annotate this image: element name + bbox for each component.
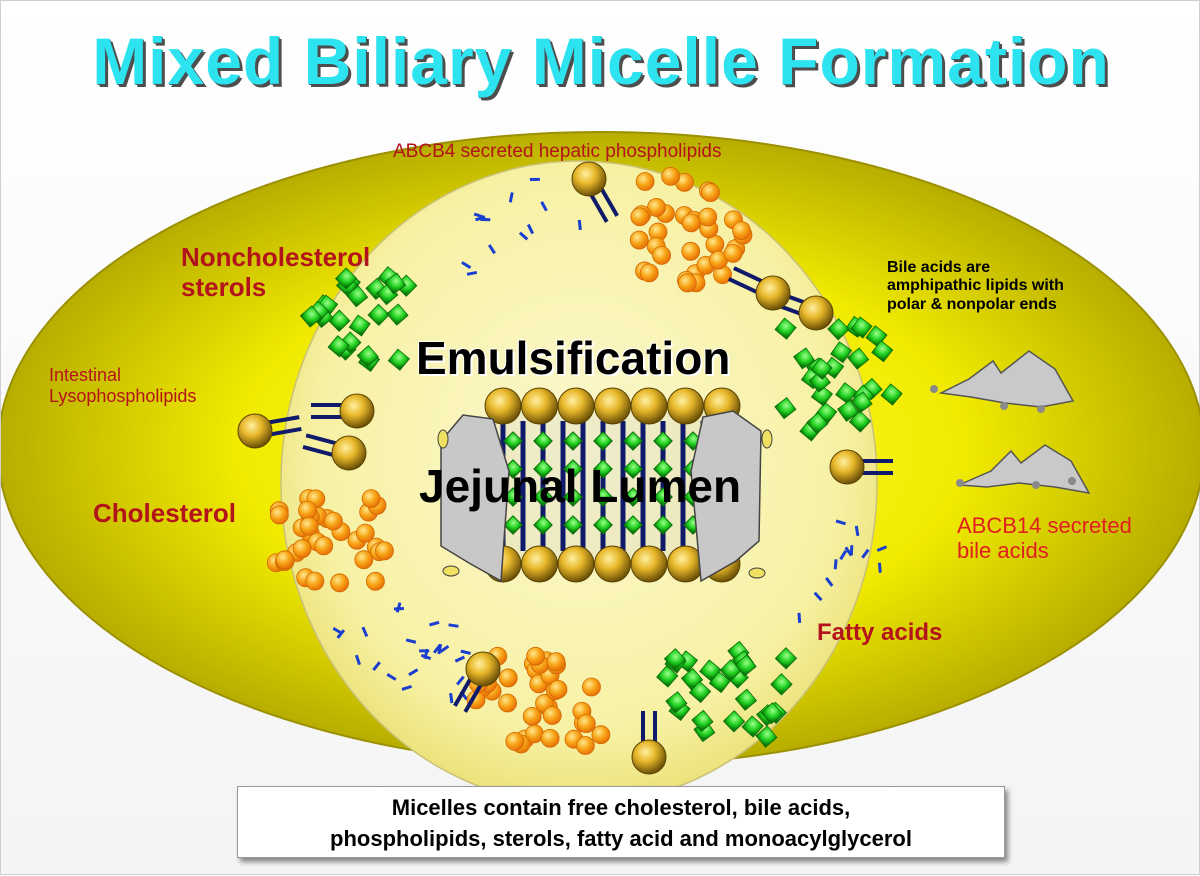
phospholipid-head: [340, 394, 374, 428]
noncholesterol-line2: sterols: [181, 273, 370, 303]
cholesterol-sphere: [543, 706, 561, 724]
cholesterol-sphere: [324, 512, 342, 530]
fatty-acids-label: Fatty acids: [817, 619, 942, 647]
cholesterol-sphere: [375, 542, 393, 560]
cholesterol-sphere: [577, 715, 595, 733]
cholesterol-sphere: [366, 572, 384, 590]
cholesterol-sphere: [499, 669, 517, 687]
cholesterol-sphere: [630, 231, 648, 249]
abcb14-line2: bile acids: [957, 538, 1132, 563]
cholesterol-sphere: [541, 729, 559, 747]
phospholipid-head: [238, 414, 272, 448]
cholesterol-sphere: [315, 537, 333, 555]
intestinal-line1: Intestinal: [49, 365, 196, 386]
fatty-acid-dash: [451, 693, 452, 703]
cholesterol-sphere: [547, 653, 565, 671]
cholesterol-sphere: [678, 274, 696, 292]
fatty-acid-dash: [856, 526, 858, 536]
cholesterol-sphere: [506, 732, 524, 750]
cholesterol-sphere: [582, 678, 600, 696]
cholesterol-sphere: [699, 208, 717, 226]
cholesterol-sphere: [662, 167, 680, 185]
phospholipid-head: [756, 276, 790, 310]
emulsification-label: Emulsification: [416, 331, 730, 385]
cholesterol-sphere: [331, 574, 349, 592]
phospholipid-head: [632, 740, 666, 774]
abcb14-label: ABCB14 secreted bile acids: [957, 513, 1132, 564]
cholesterol-sphere: [499, 694, 517, 712]
fatty-acid-dash: [799, 613, 800, 623]
fatty-acid-dash: [449, 625, 459, 627]
cholesterol-sphere: [276, 551, 294, 569]
cholesterol-sphere: [527, 647, 545, 665]
intestinal-lysophospholipids-label: Intestinal Lysophospholipids: [49, 365, 196, 406]
bile-amph-line2: amphipathic lipids with: [887, 277, 1064, 295]
phospholipid-head: [799, 296, 833, 330]
bile-amph-line1: Bile acids are: [887, 259, 1064, 277]
cholesterol-sphere: [733, 222, 751, 240]
cholesterol-sphere: [653, 246, 671, 264]
cholesterol-sphere: [523, 707, 541, 725]
phospholipid-head: [572, 162, 606, 196]
fatty-acid-dash: [579, 220, 580, 230]
noncholesterol-label: Noncholesterol sterols: [181, 243, 370, 303]
bilayer-head-bottom: [522, 546, 558, 582]
bilayer-head-top: [668, 388, 704, 424]
fatty-acid-dash: [835, 559, 836, 569]
cholesterol-sphere: [631, 208, 649, 226]
cholesterol-sphere: [724, 244, 742, 262]
cholesterol-sphere: [592, 726, 610, 744]
cholesterol-sphere: [362, 490, 380, 508]
cholesterol-sphere: [549, 680, 567, 698]
cholesterol-sphere: [293, 540, 311, 558]
bilayer-head-bottom: [595, 546, 631, 582]
bilayer-head-bottom: [558, 546, 594, 582]
fatty-acid-dash: [467, 272, 477, 274]
cholesterol-sphere: [576, 737, 594, 755]
abcb14-line1: ABCB14 secreted: [957, 513, 1132, 538]
phospholipid-head: [830, 450, 864, 484]
slide-title: Mixed Biliary Micelle Formation: [1, 23, 1200, 99]
fatty-acid-dash: [510, 192, 512, 202]
jejunal-lumen-label: Jejunal Lumen: [419, 459, 741, 513]
cholesterol-sphere: [306, 572, 324, 590]
cholesterol-label: Cholesterol: [93, 499, 236, 529]
cholesterol-sphere: [682, 242, 700, 260]
cholesterol-sphere: [682, 214, 700, 232]
cholesterol-sphere: [356, 524, 374, 542]
bile-amph-line3: polar & nonpolar ends: [887, 296, 1064, 314]
cholesterol-sphere: [636, 173, 654, 191]
bilayer-head-top: [595, 388, 631, 424]
intestinal-line2: Lysophospholipids: [49, 386, 196, 407]
cholesterol-sphere: [300, 517, 318, 535]
bilayer-head-bottom: [631, 546, 667, 582]
phospholipid-head: [466, 652, 500, 686]
cholesterol-sphere: [299, 501, 317, 519]
note-line1: Micelles contain free cholesterol, bile …: [238, 792, 1004, 823]
cholesterol-sphere: [701, 184, 719, 202]
bilayer-head-top: [631, 388, 667, 424]
bilayer-head-top: [558, 388, 594, 424]
abcb4-label: ABCB4 secreted hepatic phospholipids: [393, 141, 721, 163]
fatty-acid-dash: [879, 563, 880, 573]
fatty-acid-dash: [851, 545, 852, 555]
cholesterol-sphere: [640, 264, 658, 282]
micelle-contents-note: Micelles contain free cholesterol, bile …: [237, 786, 1005, 858]
cholesterol-sphere: [270, 506, 288, 524]
cholesterol-sphere: [355, 551, 373, 569]
phospholipid-head: [332, 436, 366, 470]
bilayer-head-top: [522, 388, 558, 424]
bile-acid-amphipathic-label: Bile acids are amphipathic lipids with p…: [887, 259, 1064, 314]
note-line2: phospholipids, sterols, fatty acid and m…: [238, 823, 1004, 854]
noncholesterol-line1: Noncholesterol: [181, 243, 370, 273]
